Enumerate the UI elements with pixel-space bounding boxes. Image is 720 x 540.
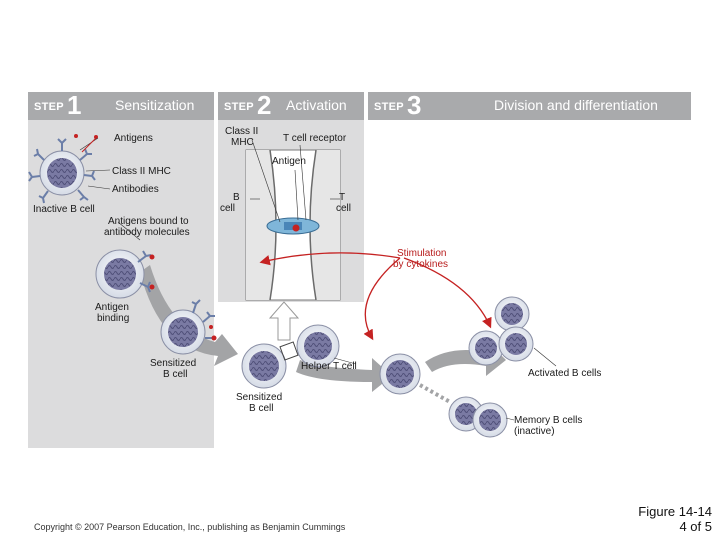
label-t-cell-receptor: T cell receptor: [283, 133, 347, 144]
label-helper-t-cell: Helper T cell: [301, 361, 357, 372]
label-sensitized-b-cell-2b: B cell: [249, 403, 274, 414]
activated-b-cells-graphic: [468, 296, 557, 367]
label-sensitized-b-cell-1a: Sensitized: [150, 358, 197, 369]
step1-word: STEP: [34, 101, 64, 113]
label-memory-b-cells-2: (inactive): [514, 426, 555, 437]
synapse-detail-graphic: [245, 139, 341, 341]
cytokine-arrows: [259, 252, 492, 341]
process-arrow-3: [425, 340, 506, 376]
step2-title: Activation: [286, 97, 347, 113]
step2-number: 2: [257, 90, 272, 120]
b-t-cell-pair-graphic: [241, 324, 357, 389]
step3-header: [368, 92, 691, 120]
label-t-cell-1: T: [339, 192, 346, 203]
memory-b-cells-graphic: [448, 396, 515, 438]
step2-word: STEP: [224, 101, 254, 113]
inactive-b-cell-graphic: [28, 134, 111, 204]
label-sensitized-b-cell-2a: Sensitized: [236, 392, 283, 403]
label-b-cell-1: B: [233, 192, 240, 203]
label-memory-b-cells-1: Memory B cells: [514, 415, 583, 426]
label-antigen: Antigen: [272, 156, 306, 167]
step1-number: 1: [67, 90, 82, 120]
label-antigen-binding-2: binding: [97, 313, 130, 324]
figure-page: 4 of 5: [679, 519, 712, 534]
label-antigens-bound-1: Antigens bound to: [108, 216, 189, 227]
figure-caption: Figure 14-14 4 of 5: [638, 504, 712, 534]
antigen-binding-cell-graphic: [95, 221, 155, 299]
label-t-cell-2: cell: [336, 203, 352, 214]
step1-title: Sensitization: [115, 97, 195, 113]
sensitized-b-cell-graphic-1: [160, 299, 217, 355]
dividing-b-cell-graphic: [379, 353, 421, 395]
label-stimulation-1: Stimulation: [397, 248, 447, 259]
label-b-cell-2: cell: [220, 203, 236, 214]
step3-number: 3: [407, 90, 422, 120]
label-antigens: Antigens: [114, 133, 153, 144]
label-stimulation-2: by cytokines: [393, 259, 449, 270]
memory-dotted-arrow: [419, 383, 451, 404]
figure-number: Figure 14-14: [638, 504, 712, 519]
label-class-ii-mhc: Class II MHC: [112, 166, 171, 177]
copyright-text: Copyright © 2007 Pearson Education, Inc.…: [34, 522, 346, 532]
step3-title: Division and differentiation: [494, 97, 658, 113]
label-antigen-binding-1: Antigen: [95, 302, 129, 313]
step3-word: STEP: [374, 101, 404, 113]
label-sensitized-b-cell-1b: B cell: [163, 369, 188, 380]
label-activated-b-cells: Activated B cells: [528, 368, 602, 379]
label-class-ii-2a: Class II: [225, 126, 259, 137]
step2-header: [218, 92, 364, 120]
step1-header: [28, 92, 214, 120]
label-antibodies: Antibodies: [112, 184, 159, 195]
label-inactive-b-cell: Inactive B cell: [33, 204, 95, 215]
label-class-ii-2b: MHC: [231, 137, 254, 148]
label-antigens-bound-2: antibody molecules: [104, 227, 190, 238]
